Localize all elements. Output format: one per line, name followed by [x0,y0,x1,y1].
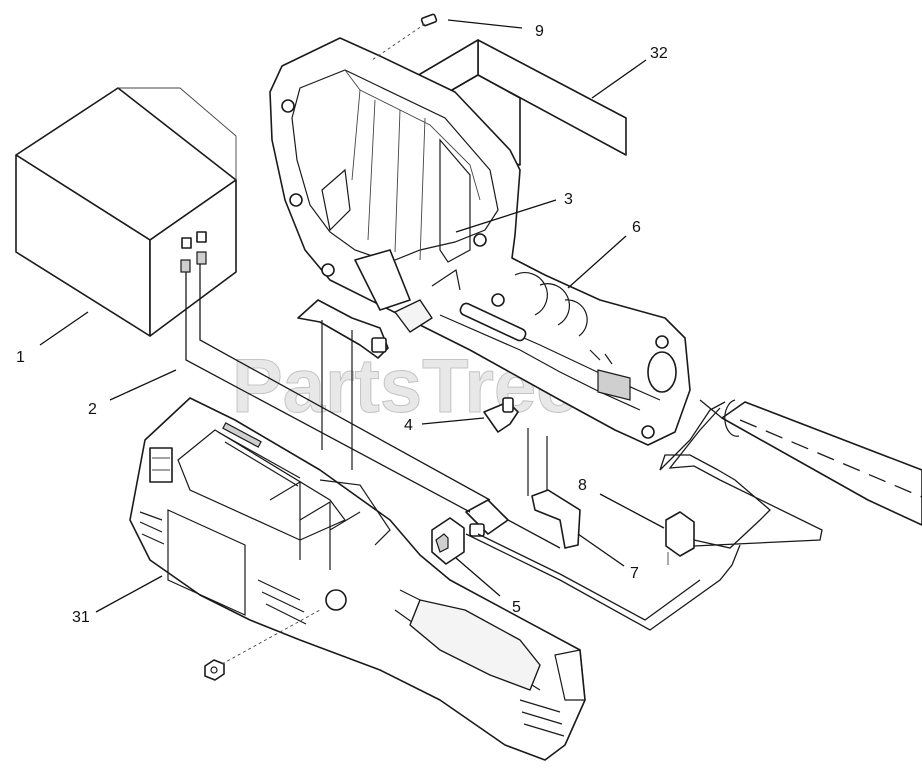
part-5-switch[interactable] [431,517,465,565]
part-6-upper-housing[interactable] [269,37,691,446]
callout-9: 9 [535,23,544,40]
part-1-battery[interactable] [15,87,237,337]
leader-6 [567,235,627,289]
callout-6: 6 [632,219,641,236]
leader-1 [39,311,89,346]
part-4-clip[interactable] [483,397,519,433]
part-3-hold-down-bracket[interactable] [297,299,389,470]
callout-3: 3 [564,191,573,208]
leader-9 [447,19,523,29]
leader-8 [599,493,665,529]
callout-2: 2 [88,401,97,418]
part-31-lower-housing[interactable] [129,397,586,761]
leader-7 [577,533,625,567]
hex-nut[interactable] [204,609,321,681]
wire-connector[interactable] [465,499,509,537]
leader-2 [109,369,177,401]
leader-4 [421,417,485,425]
callout-5: 5 [512,599,521,616]
callout-4: 4 [404,417,413,434]
callout-7: 7 [630,565,639,582]
drive-shaft-tube[interactable] [699,399,922,526]
callout-8: 8 [578,477,587,494]
callout-31: 31 [72,609,90,626]
part-8-connector[interactable] [665,511,695,565]
leader-5 [455,557,501,597]
callout-1: 1 [16,349,25,366]
part-7-bracket[interactable] [527,428,581,549]
leader-3 [455,199,557,233]
callout-labels: 9 32 3 6 1 2 4 8 7 5 31 [16,23,668,626]
leader-32 [591,59,647,99]
part-9-screw[interactable] [371,13,438,61]
part-2-wire-harness[interactable] [185,264,823,631]
leader-31 [95,575,163,613]
callout-32: 32 [650,45,668,62]
leader-lines [39,19,665,613]
